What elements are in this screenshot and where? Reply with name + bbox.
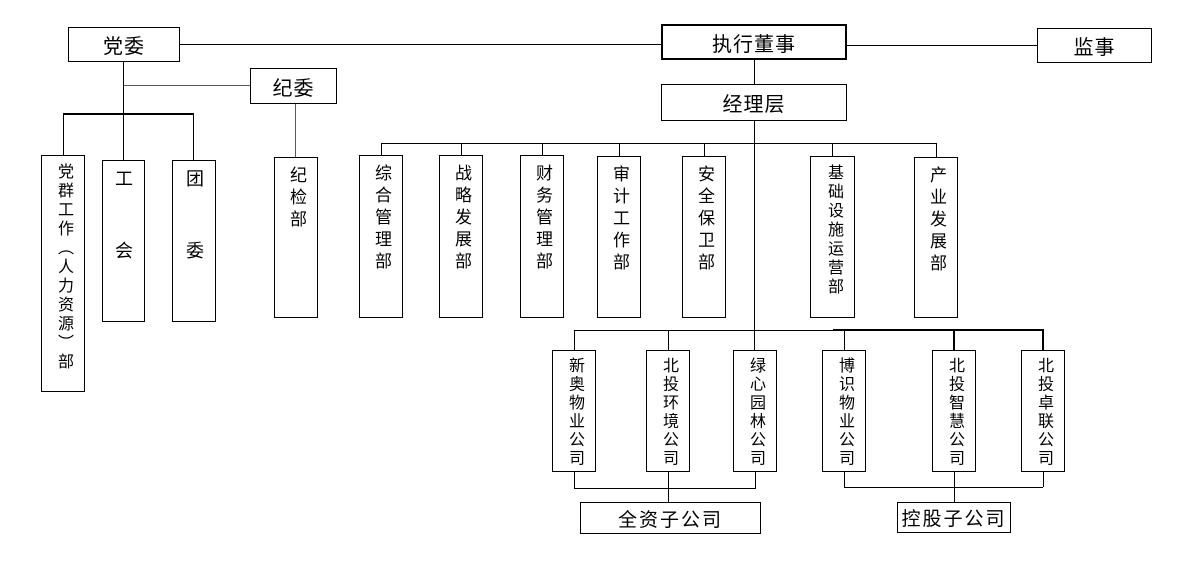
org-box-discipline-inspection-dept: 纪检部	[274, 157, 318, 318]
org-label: 纪检部	[287, 166, 306, 232]
org-box-industry-development-dept: 产业发展部	[914, 157, 958, 318]
org-box-holding-subsidiaries: 控股子公司	[897, 502, 1011, 533]
org-box-party-mass-hr-dept: 党群工作（人力资源）部	[41, 155, 85, 392]
org-label: 经理层	[722, 94, 786, 116]
org-label: 审计工作部	[610, 165, 629, 275]
connector	[63, 113, 64, 155]
connector	[844, 487, 1043, 488]
connector	[193, 113, 194, 160]
connector	[954, 472, 955, 487]
connector	[574, 488, 756, 489]
connector	[704, 143, 705, 157]
connector	[754, 60, 755, 84]
org-box-discipline-committee: 纪委	[250, 68, 337, 104]
org-label: 团委	[184, 169, 204, 313]
org-label: 工会	[113, 169, 133, 313]
org-box-management-team: 经理层	[661, 84, 847, 121]
org-label: 新奥物业公司	[566, 357, 583, 468]
org-label: 基础设施运营部	[825, 164, 842, 297]
org-label: 北投卓联公司	[1035, 357, 1052, 468]
org-label: 战略发展部	[452, 164, 471, 274]
org-label: 博识物业公司	[836, 357, 853, 468]
org-box-audit-work-dept: 审计工作部	[597, 156, 641, 318]
org-label: 综合管理部	[372, 164, 391, 274]
org-box-strategic-development-dept: 战略发展部	[439, 155, 483, 318]
connector	[832, 143, 833, 157]
org-box-xinao-property: 新奥物业公司	[552, 350, 596, 472]
connector	[754, 121, 755, 350]
connector	[844, 472, 845, 487]
org-box-beitou-environment: 北投环境公司	[646, 350, 690, 472]
org-box-beitou-zhuolian: 北投卓联公司	[1021, 350, 1065, 472]
connector	[953, 329, 955, 350]
org-label: 党委	[103, 36, 145, 58]
org-box-boshi-property: 博识物业公司	[822, 350, 866, 472]
org-label: 产业发展部	[927, 166, 946, 276]
org-box-party-committee: 党委	[68, 27, 180, 62]
connector	[63, 113, 194, 115]
connector	[1043, 472, 1044, 487]
connector	[124, 85, 250, 86]
connector	[1042, 329, 1044, 350]
org-box-financial-management-dept: 财务管理部	[520, 155, 564, 318]
connector	[574, 472, 575, 488]
org-box-general-management-dept: 综合管理部	[359, 155, 403, 318]
connector	[619, 143, 620, 157]
org-label: 纪委	[272, 77, 315, 100]
connector	[668, 488, 669, 502]
org-box-infrastructure-operations-dept: 基础设施运营部	[810, 156, 855, 318]
org-label: 财务管理部	[533, 164, 552, 274]
org-box-labor-union: 工会	[102, 160, 145, 322]
org-label: 监事	[1073, 37, 1116, 59]
connector	[461, 143, 462, 156]
connector	[755, 472, 756, 488]
connector	[381, 143, 936, 144]
connector	[123, 62, 124, 160]
connector	[936, 143, 937, 158]
connector	[542, 143, 543, 156]
connector	[847, 45, 1037, 46]
connector	[381, 143, 382, 156]
org-label: 北投智慧公司	[946, 357, 963, 468]
org-box-executive-director: 执行董事	[661, 24, 847, 60]
org-box-lvxin-landscape: 绿心园林公司	[733, 350, 777, 472]
org-label: 绿心园林公司	[747, 357, 764, 468]
org-label: 安全保卫部	[695, 165, 714, 275]
connector	[668, 330, 669, 350]
connector	[180, 44, 661, 45]
connector	[844, 330, 845, 350]
org-box-security-dept: 安全保卫部	[682, 156, 726, 318]
org-label: 党群工作（人力资源）部	[55, 163, 72, 372]
connector	[833, 329, 1044, 331]
org-box-youth-league: 团委	[172, 160, 216, 322]
connector	[668, 472, 669, 488]
org-label: 北投环境公司	[660, 357, 677, 468]
org-box-wholly-owned-subsidiaries: 全资子公司	[580, 502, 761, 534]
org-label: 全资子公司	[617, 509, 723, 531]
org-label: 执行董事	[712, 33, 796, 56]
org-label: 控股子公司	[901, 509, 1007, 530]
org-box-supervisor: 监事	[1037, 28, 1152, 63]
connector	[574, 330, 575, 350]
connector	[295, 104, 296, 157]
connector	[954, 487, 955, 502]
connector	[574, 330, 834, 331]
org-box-beitou-wisdom: 北投智慧公司	[932, 350, 976, 472]
